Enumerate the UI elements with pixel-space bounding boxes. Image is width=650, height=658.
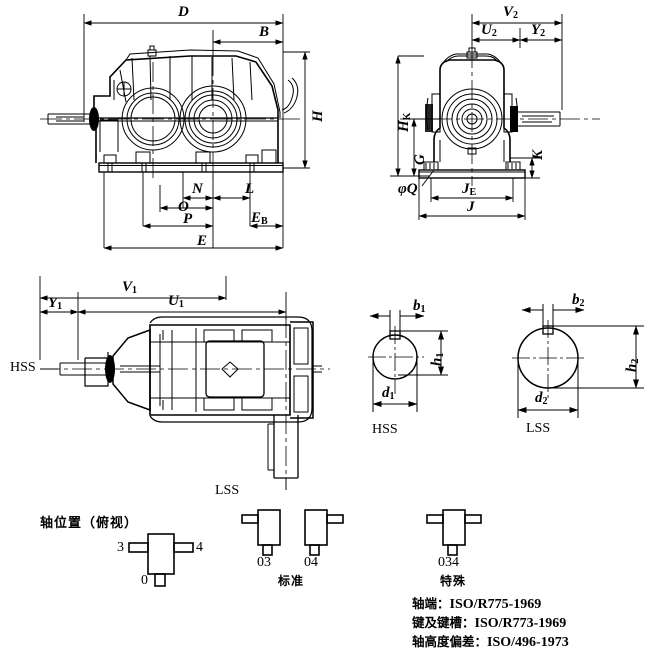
end-view-dimensions xyxy=(390,14,563,220)
front-view-dimensions xyxy=(83,14,310,251)
lss-section-geometry xyxy=(512,304,644,418)
plan-view-geometry xyxy=(40,316,330,490)
dim-label-E: E xyxy=(197,233,208,249)
dim-label-N: N xyxy=(192,181,203,197)
shaft-position-icons xyxy=(128,509,482,587)
dim-label-b2: b2 xyxy=(572,292,585,309)
lss-section-label: LSS xyxy=(526,421,551,436)
plan-hss-label: HSS xyxy=(10,360,36,375)
front-view-geometry xyxy=(40,45,300,178)
plan-lss-label: LSS xyxy=(215,483,240,498)
shaft-code-034-label: 034 xyxy=(438,555,459,570)
dim-label-EB: EB xyxy=(251,210,268,227)
dim-label-d1: d1 xyxy=(382,385,395,402)
dim-label-P: P xyxy=(183,211,193,227)
standard-label: 标准 xyxy=(278,574,305,588)
dim-label-G: G xyxy=(412,154,428,165)
shaft-code-04-label: 04 xyxy=(304,555,318,570)
dim-label-JE: JE xyxy=(462,181,477,198)
dim-label-Y2: Y2 xyxy=(531,22,546,39)
hss-section-geometry xyxy=(368,310,448,412)
plan-view-dimensions xyxy=(39,276,287,490)
dim-label-V2: V2 xyxy=(503,4,519,21)
dim-label-D: D xyxy=(178,4,189,20)
dim-label-H: H xyxy=(310,110,326,122)
note-key-keyway: 键及键槽：ISO/R773-1969 xyxy=(412,615,567,631)
shaft-pos-0-label: 0 xyxy=(141,573,148,588)
hss-section-label: HSS xyxy=(372,422,398,437)
dim-label-L: L xyxy=(245,181,255,197)
special-label: 特殊 xyxy=(440,574,467,588)
dim-label-b1: b1 xyxy=(413,298,426,315)
dim-label-Y1: Y1 xyxy=(48,295,63,312)
dim-label-J: J xyxy=(467,199,475,215)
dim-label-B: B xyxy=(259,24,270,40)
dim-label-h2: h2 xyxy=(624,358,641,372)
shaft-pos-3-label: 3 xyxy=(117,540,124,555)
dim-label-U2: U2 xyxy=(481,22,497,39)
shaft-position-title: 轴位置（俯视） xyxy=(40,516,139,531)
dim-label-h1: h1 xyxy=(429,352,446,366)
dim-label-V1: V1 xyxy=(122,279,138,296)
note-shaft-end: 轴端：ISO/R775-1969 xyxy=(412,596,542,612)
end-view-geometry xyxy=(400,47,600,186)
dim-label-U1: U1 xyxy=(168,293,184,310)
dim-label-K: K xyxy=(530,149,546,160)
note-shaft-height-tolerance: 轴高度偏差：ISO/496-1973 xyxy=(412,634,569,650)
shaft-pos-4-label: 4 xyxy=(196,540,203,555)
dim-label-O: O xyxy=(178,199,189,215)
dim-label-d2: d2 xyxy=(535,390,548,407)
shaft-code-03-label: 03 xyxy=(257,555,271,570)
dim-label-phiQ: φQ xyxy=(398,181,418,197)
dim-label-HK: HK xyxy=(396,112,413,132)
